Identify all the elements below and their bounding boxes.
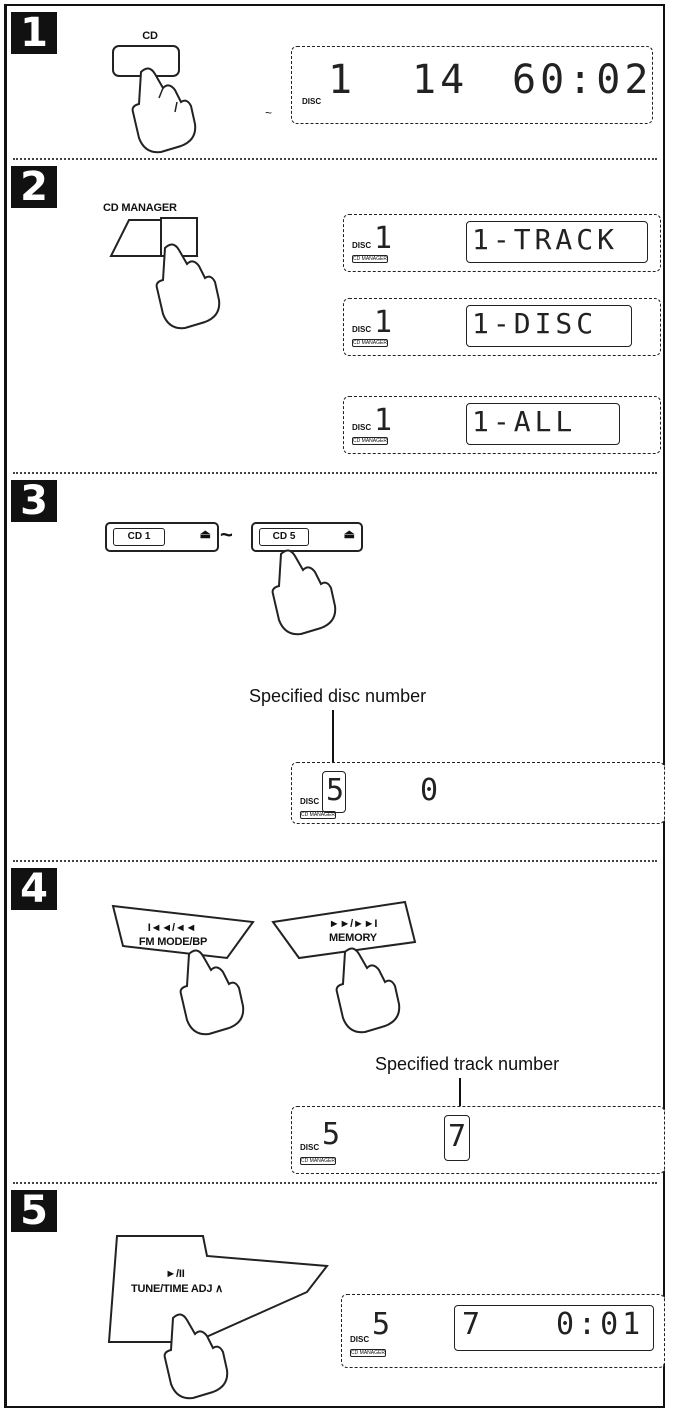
eject-icon: ⏏ — [199, 527, 211, 541]
disc-icon: DISC — [352, 325, 372, 334]
cd5-press-hand-icon — [271, 549, 337, 636]
lcd-disc-number: 1 — [374, 221, 397, 256]
tilde-mark: ~ — [265, 106, 273, 120]
disc-icon: DISC — [300, 1143, 320, 1152]
manager-icon: CD MANAGER — [352, 339, 388, 347]
lcd-display-track: DISC CD MANAGER 1 1-TRACK — [343, 214, 661, 272]
cd-manager-button-press-illustration[interactable] — [109, 216, 239, 330]
step-divider — [13, 472, 657, 474]
step-number: 5 — [11, 1190, 57, 1232]
lcd-display: DISC 1 14 60:02 — [291, 46, 653, 124]
step-number: 3 — [11, 480, 57, 522]
lcd-disc-number: 5 — [322, 1117, 345, 1152]
lcd-track-number: 7 — [462, 1307, 485, 1342]
lcd-disc-number: 5 — [372, 1307, 395, 1342]
cd-manager-button-label: CD MANAGER — [103, 202, 177, 214]
instruction-frame: 1 CD ~ DISC 1 14 60:02 2 CD MANAGER DISC… — [4, 4, 665, 1408]
cd-button-press-illustration[interactable] — [111, 42, 231, 154]
step-number: 4 — [11, 868, 57, 910]
eject-icon: ⏏ — [343, 527, 355, 541]
skip-back-symbol: I◄◄/◄◄ — [147, 922, 197, 934]
lcd-display-all: DISC CD MANAGER 1 1-ALL — [343, 396, 661, 454]
step-number: 1 — [11, 12, 57, 54]
lcd-track-box — [444, 1115, 470, 1161]
cd1-button-label: CD 1 — [113, 528, 165, 546]
lcd-track-number: 0 — [420, 773, 443, 808]
lcd-display: DISC CD MANAGER 5 7 — [291, 1106, 665, 1174]
cd5-button[interactable]: CD 5 ⏏ — [251, 522, 363, 552]
manager-icon: CD MANAGER — [350, 1349, 386, 1357]
step-5: 5 ►/II TUNE/TIME ADJ ∧ DISC CD MANAGER 5… — [7, 1182, 665, 1410]
lcd-disc-number: 5 — [326, 773, 349, 808]
skip-forward-button-press-illustration[interactable] — [269, 898, 419, 1034]
manager-icon: CD MANAGER — [352, 437, 388, 445]
step-number: 2 — [11, 166, 57, 208]
step-divider — [13, 158, 657, 160]
step-3: 3 CD 1 ⏏ ~ CD 5 ⏏ Specified disc number … — [7, 472, 665, 824]
manager-icon: CD MANAGER — [300, 1157, 336, 1165]
caption-pointer-line — [332, 710, 334, 768]
lcd-disc-number: 1 — [374, 403, 397, 438]
disc-icon: DISC — [302, 97, 322, 106]
step-4: 4 I◄◄/◄◄ FM MODE/BP ►►/►►I MEMORY Specif… — [7, 860, 665, 1190]
lcd-mode-box — [466, 305, 632, 347]
caption-pointer-line — [459, 1078, 461, 1108]
lcd-track-number: 14 — [412, 57, 469, 103]
skip-forward-label: MEMORY — [329, 932, 377, 944]
disc-icon: DISC — [352, 423, 372, 432]
lcd-display-disc: DISC CD MANAGER 1 1-DISC — [343, 298, 661, 356]
cd1-button[interactable]: CD 1 ⏏ — [105, 522, 219, 552]
disc-icon: DISC — [300, 797, 320, 806]
lcd-track-number: 7 — [448, 1119, 471, 1154]
lcd-mode-box — [466, 221, 648, 263]
lcd-time: 60:02 — [512, 57, 653, 103]
lcd-mode-text: 1-ALL — [472, 405, 577, 438]
lcd-disc-box — [322, 771, 346, 813]
lcd-track-time-box — [454, 1305, 654, 1351]
manager-icon: CD MANAGER — [352, 255, 388, 263]
cd5-button-label: CD 5 — [259, 528, 309, 546]
lcd-time: 0:01 — [556, 1307, 645, 1342]
track-number-caption: Specified track number — [375, 1054, 560, 1074]
lcd-mode-text: 1-DISC — [472, 307, 598, 340]
play-pause-label: TUNE/TIME ADJ ∧ — [130, 1283, 224, 1295]
manager-icon: CD MANAGER — [300, 811, 336, 819]
lcd-mode-text: 1-TRACK — [472, 223, 619, 256]
disc-icon: DISC — [350, 1335, 370, 1344]
step-divider — [13, 1182, 657, 1184]
skip-back-button-press-illustration[interactable] — [107, 902, 257, 1036]
lcd-display: DISC CD MANAGER 5 7 0:01 — [341, 1294, 665, 1368]
lcd-display: DISC CD MANAGER 5 0 — [291, 762, 665, 824]
skip-forward-symbol: ►►/►►I — [328, 918, 378, 930]
lcd-disc-number: 1 — [328, 57, 357, 103]
lcd-mode-box — [466, 403, 620, 445]
play-pause-button-press-illustration[interactable] — [107, 1232, 347, 1400]
range-tilde: ~ — [220, 522, 233, 547]
lcd-disc-number: 1 — [374, 305, 397, 340]
cd-button-label: CD — [142, 30, 158, 42]
step-2: 2 CD MANAGER DISC CD MANAGER 1 1-TRACK D… — [7, 158, 663, 454]
skip-back-label: FM MODE/BP — [138, 936, 208, 948]
step-divider — [13, 860, 657, 862]
play-pause-symbol: ►/II — [165, 1268, 185, 1280]
step-1: 1 CD ~ DISC 1 14 60:02 — [7, 6, 663, 158]
disc-number-caption: Specified disc number — [249, 686, 427, 706]
disc-icon: DISC — [352, 241, 372, 250]
